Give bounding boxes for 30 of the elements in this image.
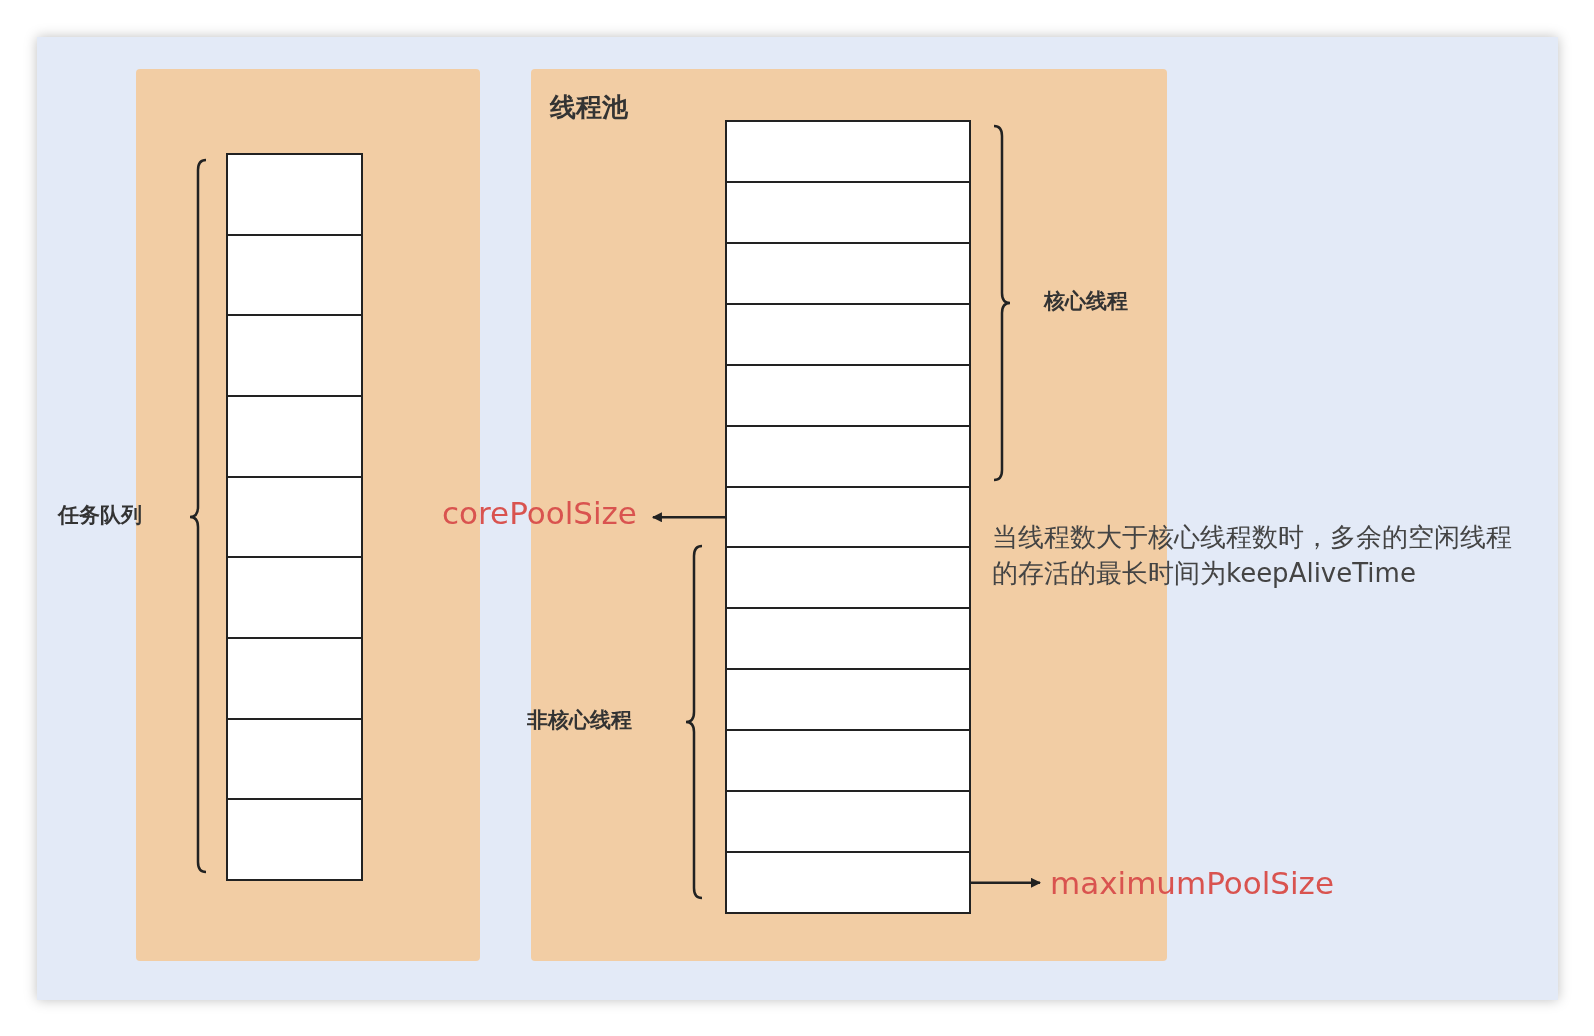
- note-text: 当线程数大于核心线程数时，多余的空闲线程的存活的最长时间为keepAliveTime: [992, 521, 1513, 591]
- slot-box: [725, 851, 971, 915]
- slot-box: [226, 798, 363, 882]
- slot-box: [725, 120, 971, 184]
- slot-box: [725, 363, 971, 428]
- slot-box: [725, 180, 971, 245]
- slot-box: [226, 475, 363, 559]
- slot-box: [725, 729, 971, 793]
- panel-title: 线程池: [550, 94, 628, 120]
- slot-box: [725, 241, 971, 306]
- slot-box: [226, 233, 363, 317]
- arrow: [971, 877, 1041, 888]
- bracket-label: 非核心线程: [527, 710, 632, 731]
- slot-box: [725, 607, 971, 671]
- slot-box: [725, 485, 971, 549]
- slot-box: [226, 556, 363, 640]
- slot-box: [725, 790, 971, 854]
- bracket-label: 核心线程: [1044, 291, 1128, 312]
- slot-box: [725, 302, 971, 367]
- slot-box: [226, 395, 363, 479]
- slot-box: [725, 668, 971, 732]
- slot-box: [226, 717, 363, 801]
- parameter-label: maximumPoolSize: [1050, 868, 1334, 899]
- slot-box: [725, 424, 971, 489]
- slot-box: [226, 637, 363, 721]
- bracket-label: 任务队列: [58, 505, 142, 526]
- slot-box: [725, 546, 971, 610]
- slot-box: [226, 153, 363, 237]
- arrow: [651, 512, 725, 523]
- slot-box: [226, 314, 363, 398]
